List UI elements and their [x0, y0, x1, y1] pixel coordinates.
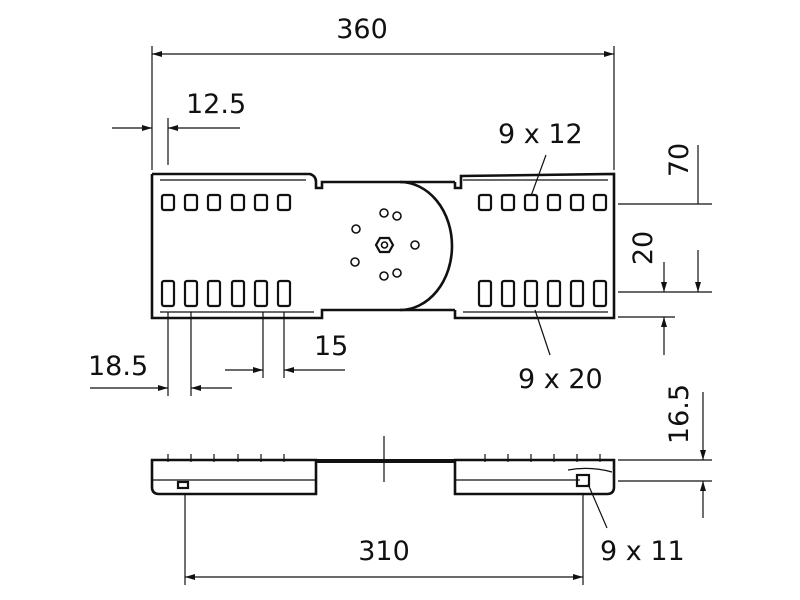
break-line: [567, 467, 613, 473]
slot: [253, 193, 269, 212]
leader-line: [530, 154, 547, 197]
dim-total-length: 360: [336, 14, 388, 45]
slot: [183, 193, 199, 212]
hole: [379, 271, 389, 281]
left-plate-outline: [150, 174, 405, 320]
slot: [230, 279, 246, 308]
dim-end-offset: 12.5: [186, 89, 246, 120]
slot: [500, 193, 516, 212]
center-plate-arc: [399, 180, 454, 312]
right-bottom-slots: [477, 279, 608, 308]
side-view: [150, 436, 616, 496]
hole: [351, 224, 361, 234]
slot: [523, 193, 539, 212]
slot: [477, 279, 493, 308]
slot: [206, 279, 222, 308]
side-middle-plate: [316, 459, 455, 463]
leader-line: [587, 483, 608, 529]
slot: [592, 193, 608, 212]
side-dimensions: 16.5 9 x 11 310: [184, 384, 712, 585]
hole: [392, 211, 402, 221]
left-bottom-slots: [160, 279, 292, 308]
slot: [500, 279, 516, 308]
left-plate-top-edge: [152, 172, 405, 190]
dim-side-hole-size: 9 x 11: [600, 536, 685, 567]
slot: [592, 279, 608, 308]
dim-first-slot-offset: 18.5: [88, 351, 148, 382]
top-dimensions: 360 12.5 9 x 12 70 20 9 x 20 18.5: [88, 14, 712, 396]
dim-slot-spacing-vertical: 20: [628, 231, 659, 265]
right-plate-outline: [453, 172, 616, 320]
side-left-piece: [150, 458, 318, 496]
side-left-hole: [176, 480, 190, 490]
dim-slot-pitch: 15: [314, 331, 348, 362]
right-top-slots: [477, 193, 608, 212]
slot: [206, 193, 222, 212]
dim-side-height: 16.5: [664, 384, 695, 444]
slot: [160, 279, 176, 308]
side-right-piece: [453, 458, 616, 496]
hole: [350, 257, 360, 267]
hole: [410, 240, 420, 250]
slot: [253, 279, 269, 308]
dim-height: 70: [664, 143, 695, 177]
dim-bottom-slot-size: 9 x 20: [518, 364, 603, 395]
leader-line: [534, 309, 551, 356]
slot: [276, 193, 292, 212]
slot: [183, 279, 199, 308]
slot: [546, 279, 562, 308]
hex-hole: [374, 236, 395, 254]
dim-hole-spacing: 310: [358, 536, 410, 567]
hex-hole-center: [380, 241, 389, 249]
hole: [392, 268, 402, 278]
left-top-slots: [160, 193, 292, 212]
slot: [569, 193, 585, 212]
slot: [160, 193, 176, 212]
slot: [477, 193, 493, 212]
slot: [523, 279, 539, 308]
side-right-hole: [575, 473, 591, 488]
slot: [230, 193, 246, 212]
top-view: [150, 172, 616, 320]
hole: [379, 208, 389, 218]
slot: [546, 193, 562, 212]
slot: [276, 279, 292, 308]
center-holes: [350, 208, 420, 281]
dim-top-slot-size: 9 x 12: [498, 119, 583, 150]
side-tick-marks: [167, 454, 601, 462]
slot: [569, 279, 585, 308]
